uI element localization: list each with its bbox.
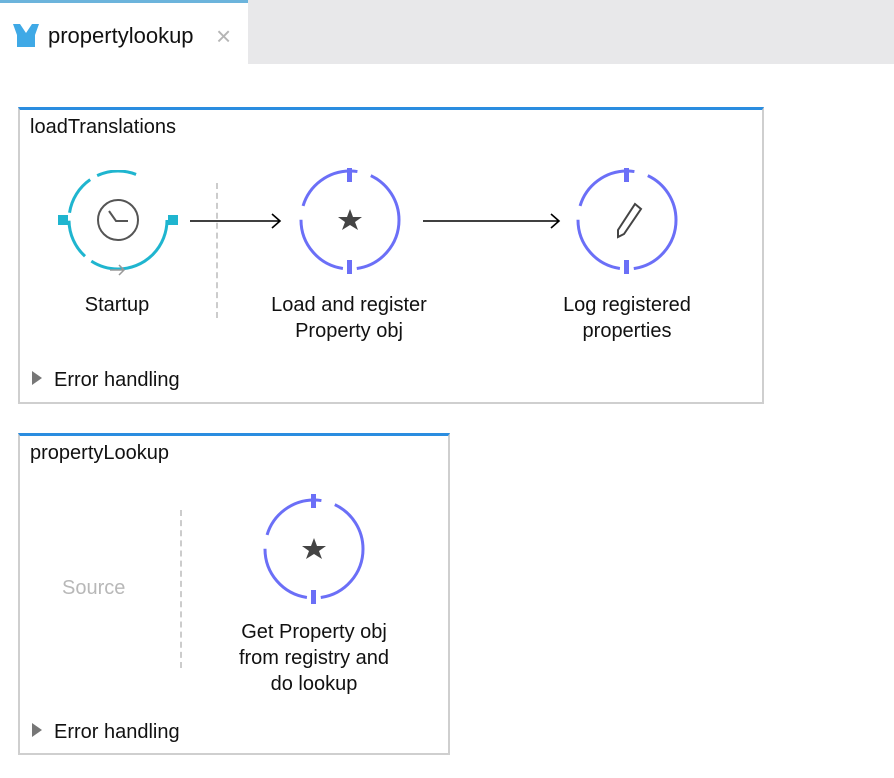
error-handling-toggle[interactable]: Error handling [32,369,180,392]
flow-title: loadTranslations [30,116,177,138]
error-handling-toggle[interactable]: Error handling [32,721,180,744]
close-tab-icon[interactable]: × [216,21,232,51]
star-icon [302,538,326,559]
expand-triangle-icon [32,723,42,737]
node-label-log: Log registered properties [563,294,691,342]
expand-triangle-icon [32,371,42,385]
processor-node-load[interactable] [298,168,402,274]
mule-app-icon [13,24,39,47]
scheduler-node[interactable] [58,170,180,280]
logger-node[interactable] [575,168,679,274]
node-label-get: Get Property obj from registry and do lo… [238,621,390,695]
error-handling-label: Error handling [54,369,180,391]
flow-title: propertyLookup [30,442,169,464]
arrow-right-icon [110,264,126,276]
error-handling-label: Error handling [54,721,180,743]
flow-arrow [190,213,282,229]
flow-loadTranslations[interactable]: loadTranslations [18,107,764,404]
clock-icon [97,199,139,241]
flow-arrow [423,213,561,229]
node-label-load: Load and register Property obj [271,294,427,342]
star-icon [338,209,362,230]
flow-propertyLookup[interactable]: propertyLookup [18,433,450,755]
source-separator [180,510,182,668]
node-label-startup: Startup [84,294,150,316]
source-separator [216,183,218,318]
pencil-icon [617,202,643,239]
source-placeholder[interactable]: Source [62,577,126,599]
tab-title: propertylookup [48,23,194,48]
processor-node-get[interactable] [262,494,366,604]
tab-propertylookup[interactable]: propertylookup × [0,0,248,64]
editor-tab-bar: propertylookup × [0,0,894,64]
